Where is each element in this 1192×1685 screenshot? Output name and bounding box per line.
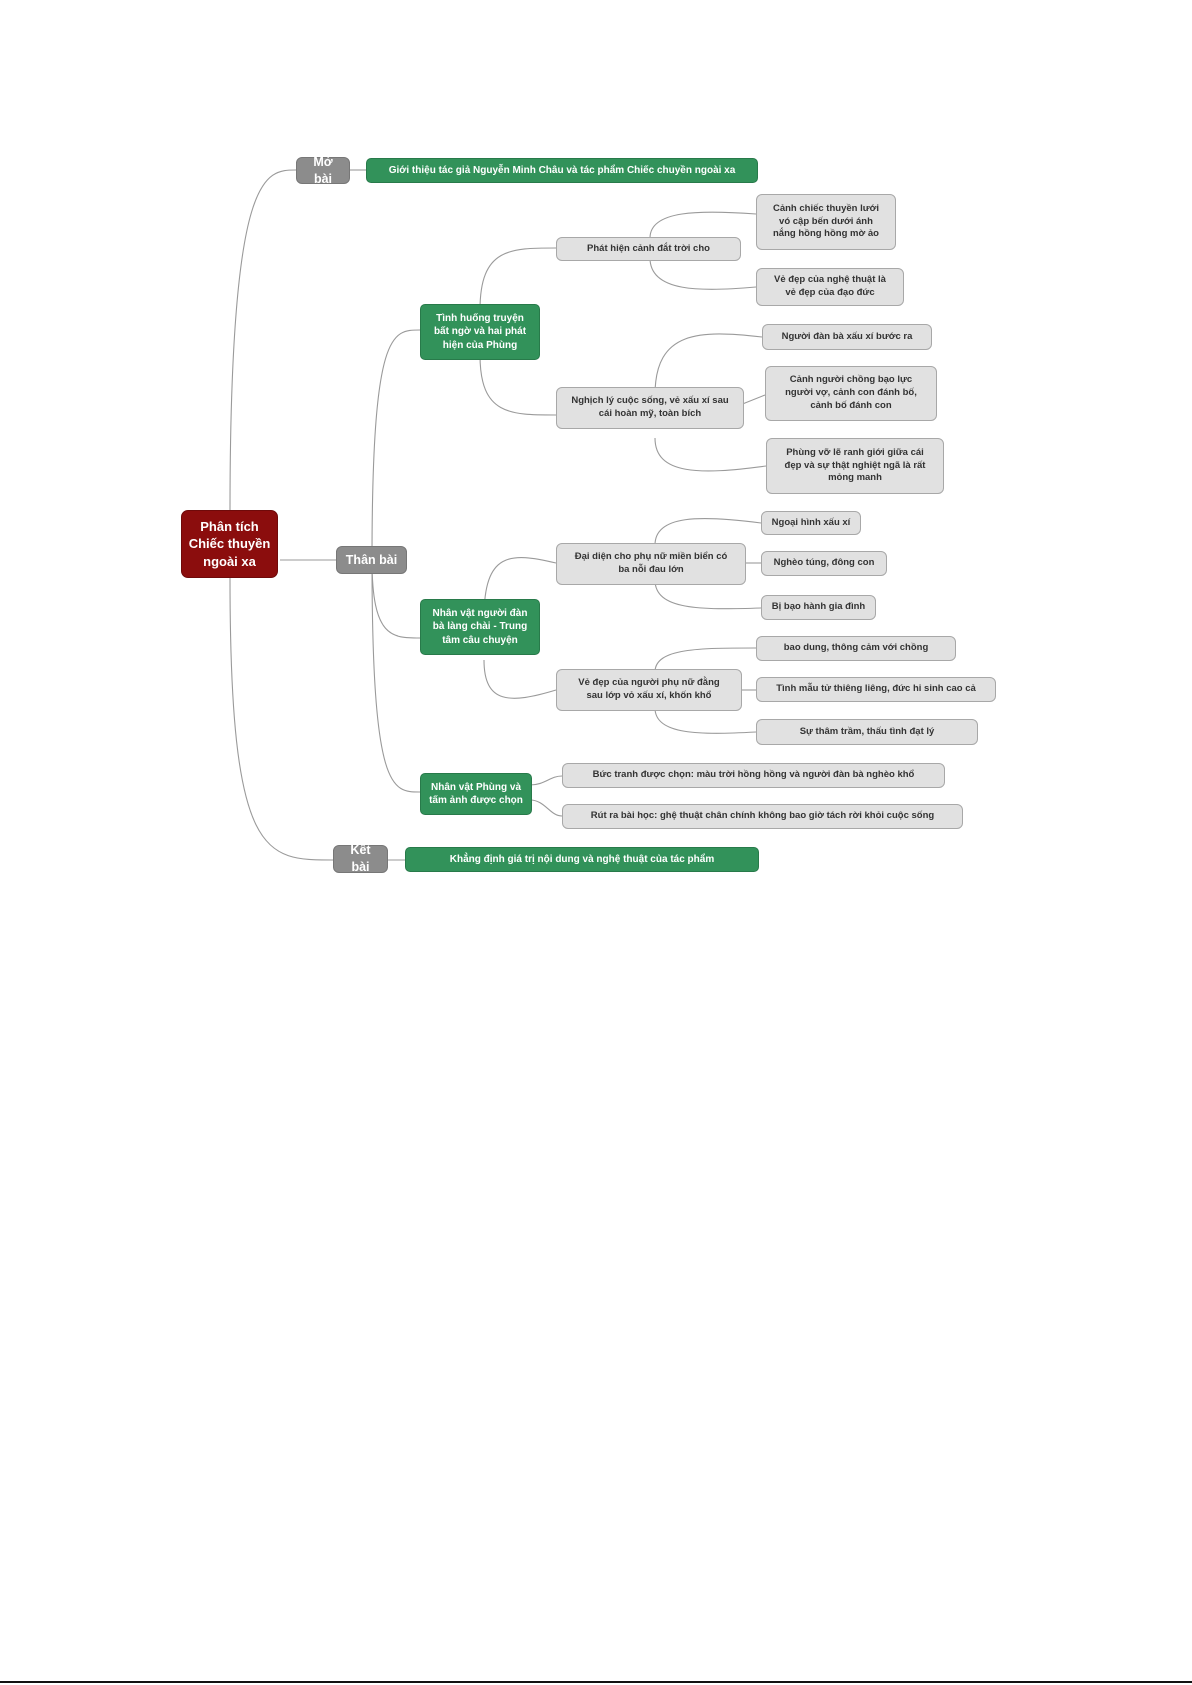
branch-ket-bai: Kết bài	[333, 843, 388, 874]
than-bai-sub3: Nhân vật Phùng và tấm ảnh được chọn	[420, 773, 532, 815]
sub2-mid-b: Vẻ đẹp của người phụ nữ đằng sau lớp vỏ …	[556, 669, 742, 711]
sub1-mid-b: Nghịch lý cuộc sống, vẻ xấu xí sau cái h…	[556, 387, 744, 429]
sub1-a-leaf-2: Vẻ đẹp của nghệ thuật là vẻ đẹp của đạo …	[756, 268, 904, 306]
than-bai-sub1: Tình huống truyện bất ngờ và hai phát hi…	[420, 304, 540, 360]
sub2-a-leaf-2: Nghèo túng, đông con	[761, 551, 887, 576]
page-footer-rule	[0, 1681, 1192, 1683]
sub2-b-leaf-2: Tình mẫu tử thiêng liêng, đức hi sinh ca…	[756, 677, 996, 702]
root-node: Phân tích Chiếc thuyền ngoài xa	[181, 510, 278, 578]
sub1-b-leaf-3: Phùng vỡ lẽ ranh giới giữa cái đẹp và sự…	[766, 438, 944, 494]
ket-bai-content: Khẳng định giá trị nội dung và nghệ thuậ…	[405, 847, 759, 872]
than-bai-sub2: Nhân vật người đàn bà làng chài - Trung …	[420, 599, 540, 655]
sub1-b-leaf-1: Người đàn bà xấu xí bước ra	[762, 324, 932, 350]
branch-mo-bai: Mở bài	[296, 155, 350, 186]
sub3-leaf-1: Bức tranh được chọn: màu trời hồng hồng …	[562, 763, 945, 788]
branch-than-bai: Thân bài	[336, 546, 407, 574]
sub1-mid-a: Phát hiện cảnh đắt trời cho	[556, 237, 741, 261]
sub1-a-leaf-1: Cảnh chiếc thuyền lưới vó cập bến dưới á…	[756, 194, 896, 250]
sub2-mid-a: Đại diện cho phụ nữ miền biển có ba nỗi …	[556, 543, 746, 585]
sub1-b-leaf-2: Cảnh người chồng bạo lực người vợ, cảnh …	[765, 366, 937, 421]
sub2-b-leaf-1: bao dung, thông cảm với chồng	[756, 636, 956, 661]
sub2-b-leaf-3: Sự thâm trầm, thấu tình đạt lý	[756, 719, 978, 745]
sub3-leaf-2: Rút ra bài học: ghệ thuật chân chính khô…	[562, 804, 963, 829]
mo-bai-content: Giới thiệu tác giả Nguyễn Minh Châu và t…	[366, 158, 758, 183]
sub2-a-leaf-3: Bị bạo hành gia đình	[761, 595, 876, 620]
sub2-a-leaf-1: Ngoại hình xấu xí	[761, 511, 861, 535]
